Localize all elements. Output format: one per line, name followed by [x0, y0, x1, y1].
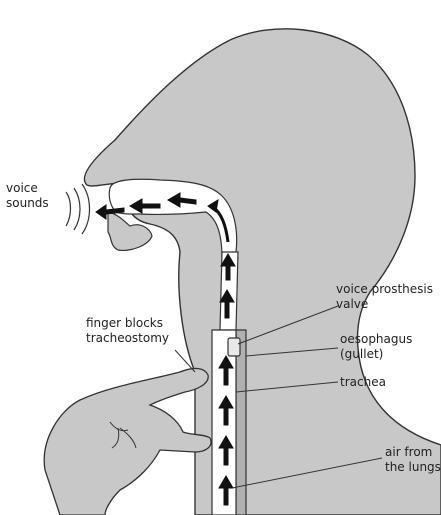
- sound-wave-1: [66, 192, 71, 226]
- trachea-label: trachea: [340, 375, 386, 389]
- sound-wave-3: [82, 184, 90, 234]
- air-from-lungs-label: air from the lungs: [385, 445, 441, 474]
- voice-prosthesis-label: voice prosthesis valve: [336, 282, 437, 311]
- finger-blocks-label: finger blocks tracheostomy: [86, 316, 169, 345]
- voice-sounds-label: voice sounds: [6, 181, 49, 210]
- oesophagus-label: oesophagus (gullet): [340, 332, 416, 361]
- sound-wave-2: [74, 188, 80, 230]
- hand: [44, 368, 211, 515]
- voice-prosthesis-valve: [228, 338, 240, 356]
